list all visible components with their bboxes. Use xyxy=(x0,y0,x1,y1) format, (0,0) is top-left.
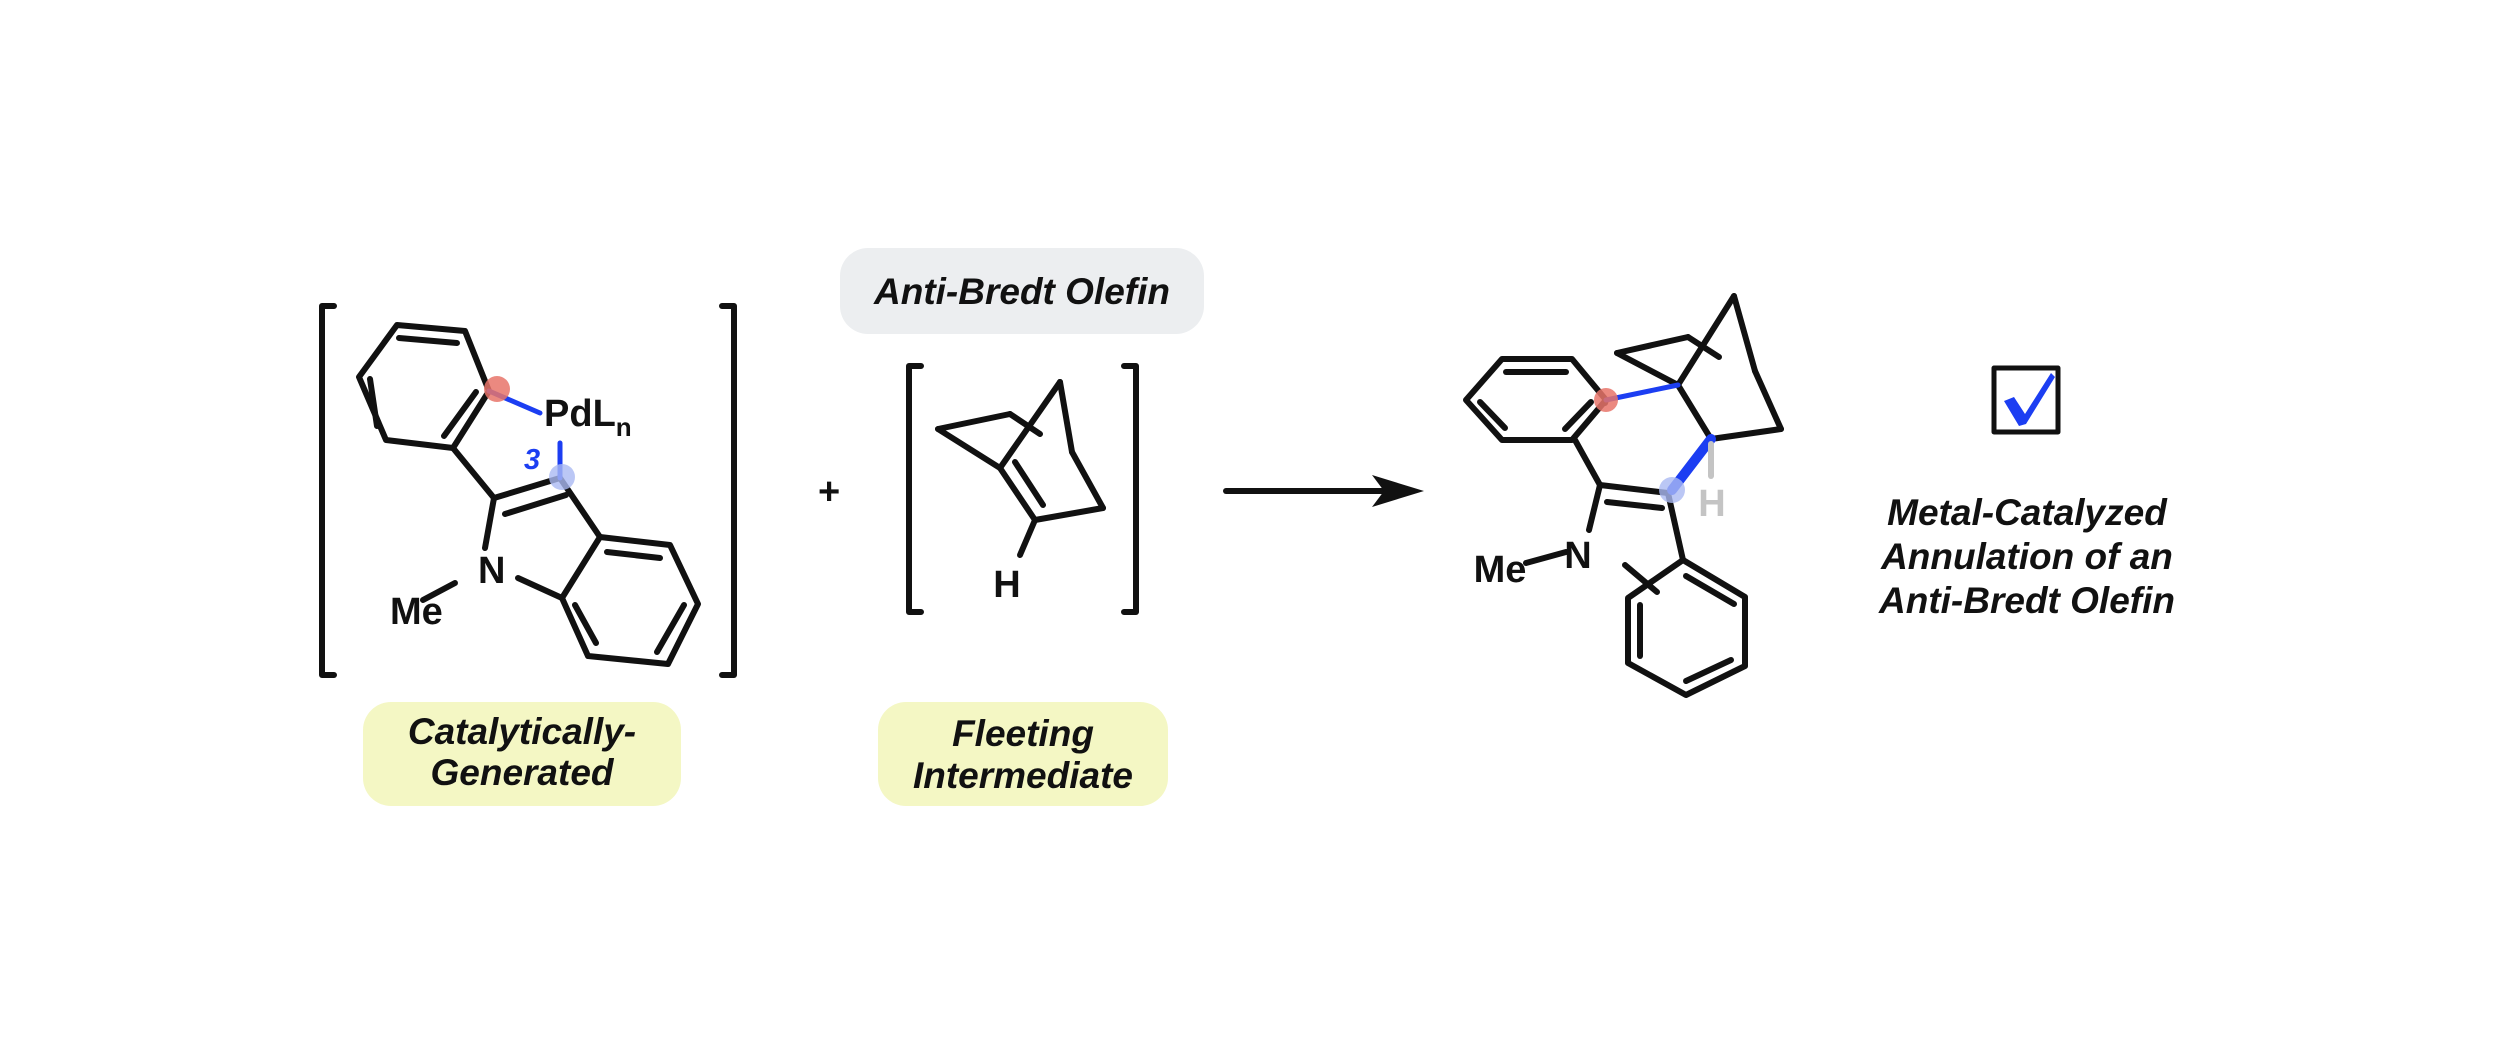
olefin-hydrogen-label: H xyxy=(993,564,1020,606)
pd-complex-benzene-ring xyxy=(356,322,492,451)
product-benzene-ring xyxy=(1463,356,1609,443)
product-new-bonds xyxy=(1603,382,1716,495)
product-nitrogen-label: N xyxy=(1564,535,1591,577)
catalytic-tag-line1: Catalytically- xyxy=(408,711,636,752)
result-line2: Annulation of an xyxy=(1880,536,2173,577)
checked-checkbox xyxy=(1991,365,2061,435)
pd-complex-bracket-right xyxy=(719,303,737,678)
product-hydrogen-label: H xyxy=(1698,483,1725,525)
fleeting-tag-bg xyxy=(878,702,1168,806)
pd-complex-blue-highlight xyxy=(549,464,575,490)
pd-complex-red-highlight xyxy=(484,376,510,402)
pd-complex-bracket-left xyxy=(319,303,337,678)
pd-complex-indole xyxy=(420,445,701,667)
catalytic-tag-line2: Generated xyxy=(430,752,614,793)
result-line1: Metal-Catalyzed xyxy=(1887,492,2168,533)
fleeting-tag-line1: Fleeting xyxy=(952,713,1094,754)
pd-nitrogen-label: N xyxy=(478,550,505,592)
product-red-highlight xyxy=(1594,388,1618,412)
arrow-head xyxy=(1372,475,1424,507)
product-methyl-label: Me xyxy=(1474,549,1527,591)
olefin-bracket-left xyxy=(906,363,924,615)
product-bicyclic-skeleton xyxy=(1614,293,1784,442)
olefin-bracket-right xyxy=(1121,363,1139,615)
fleeting-tag-line2: Intermediate xyxy=(913,755,1133,796)
position-3-label: 3 xyxy=(524,444,540,476)
anti-bredt-header: Anti-Bredt Olefin xyxy=(873,271,1170,312)
plus-sign: + xyxy=(818,471,840,513)
olefin-bicyclic-skeleton xyxy=(935,379,1106,558)
checkmark-icon xyxy=(2004,373,2055,426)
pd-ligand-label: PdLn xyxy=(544,393,632,442)
catalytic-tag-bg xyxy=(363,702,681,806)
result-line3: Anti-Bredt Olefin xyxy=(1878,580,2175,621)
anti-bredt-header-bg xyxy=(840,248,1204,334)
pd-methyl-label: Me xyxy=(390,591,443,633)
product-blue-highlight xyxy=(1659,477,1685,503)
